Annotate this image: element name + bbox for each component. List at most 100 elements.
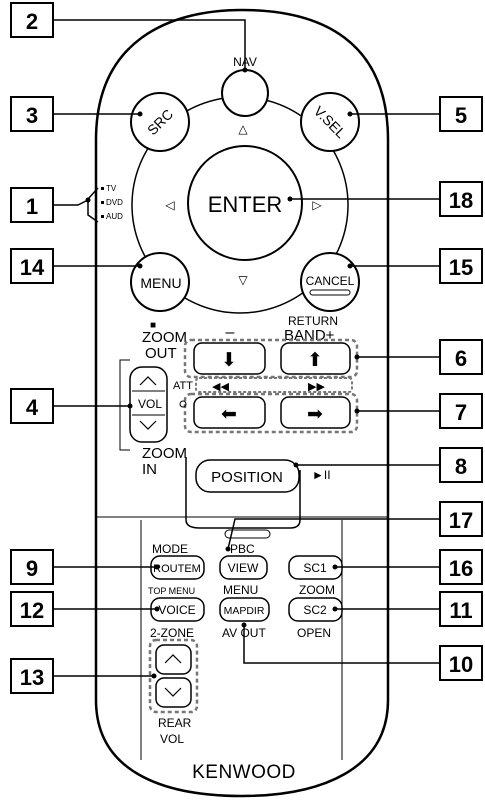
- svg-text:11: 11: [449, 598, 472, 623]
- view-label: VIEW: [228, 561, 259, 575]
- rear-vol-label: VOL: [160, 732, 184, 746]
- joystick-down-icon: ▽: [238, 273, 248, 287]
- position-label: POSITION: [211, 469, 283, 486]
- callout-5: 5: [439, 96, 483, 132]
- rear-label: REAR: [158, 716, 192, 730]
- right-arrow-icon: ➡: [307, 404, 323, 425]
- routem-label: ROUTEM: [153, 563, 201, 575]
- callout-4: 4: [10, 388, 54, 424]
- svg-text:12: 12: [20, 598, 44, 623]
- cancel-button[interactable]: [300, 252, 360, 312]
- cancel-underline: [309, 289, 351, 296]
- vol-up-icon[interactable]: [139, 376, 157, 386]
- callout-10: 10: [439, 645, 483, 681]
- callout-9: 9: [10, 549, 54, 585]
- position-housing: [185, 457, 301, 529]
- right-button[interactable]: [280, 396, 351, 429]
- callout-1: 1: [10, 187, 54, 223]
- enter-label: ENTER: [208, 192, 283, 217]
- svg-text:15: 15: [449, 255, 473, 280]
- callout-18: 18: [439, 181, 483, 217]
- menu-button[interactable]: [130, 252, 190, 312]
- zoom-in-label-1: ZOOM: [142, 445, 187, 462]
- callout-15: 15: [439, 248, 483, 284]
- joystick-up-icon: △: [238, 122, 248, 136]
- forward-icon: ▶▶: [308, 381, 325, 393]
- joystick-left-icon: ◁: [165, 198, 175, 212]
- down-arrow-icon: ⬇: [221, 350, 237, 371]
- sc2-label: SC2: [303, 603, 327, 617]
- top-menu-label: TOP MENU: [148, 586, 195, 596]
- switch-option-tv: TV: [106, 184, 117, 193]
- callout-17: 17: [439, 501, 483, 537]
- stop-icon: ■: [150, 320, 156, 331]
- vsel-button[interactable]: [300, 92, 360, 152]
- att-dot: [179, 400, 187, 408]
- sc1-label: SC1: [303, 561, 327, 575]
- callout-3: 3: [10, 96, 54, 132]
- zoom-out-label-1: ZOOM: [142, 329, 187, 346]
- callout-7: 7: [439, 393, 483, 429]
- two-zone-label: 2-ZONE: [150, 626, 194, 640]
- rear-vol-group-outline: [148, 638, 199, 714]
- rear-vol-up-icon: [164, 654, 182, 664]
- band-plus-label: BAND+: [284, 327, 335, 344]
- switch-option-aud: AUD: [106, 212, 123, 221]
- svg-text:7: 7: [455, 400, 467, 425]
- callout-2: 2: [10, 2, 54, 38]
- voice-label: VOICE: [158, 603, 195, 617]
- switch-dot-tv: [101, 187, 104, 190]
- mapdir-label: MAPDIR: [224, 605, 265, 617]
- open-label: OPEN: [297, 626, 331, 640]
- svg-text:1: 1: [26, 194, 38, 219]
- up-arrow-icon: ⬆: [307, 350, 323, 371]
- callout-13: 13: [10, 658, 54, 694]
- vol-down-icon[interactable]: [139, 420, 157, 430]
- position-button[interactable]: [195, 459, 300, 493]
- skip-box: [195, 377, 353, 393]
- zoom-label: ZOOM: [299, 583, 335, 597]
- rewind-icon: ◀◀: [212, 381, 229, 393]
- callout-16: 16: [439, 549, 483, 585]
- mapdir-button[interactable]: [219, 597, 270, 622]
- vol-label: VOL: [138, 397, 162, 411]
- svg-text:9: 9: [26, 556, 38, 581]
- up-button[interactable]: [280, 342, 351, 375]
- svg-text:18: 18: [449, 188, 473, 213]
- down-button[interactable]: [193, 342, 266, 375]
- zoom-out-label-2: OUT: [145, 345, 177, 362]
- att-label: ATT: [173, 380, 193, 392]
- cancel-label: CANCEL: [306, 274, 355, 288]
- menu-label: MENU: [140, 275, 181, 291]
- rear-vol-up-button[interactable]: [155, 644, 192, 675]
- svg-text:14: 14: [20, 255, 45, 280]
- vol-bracket: [119, 359, 130, 451]
- pbc-label: PBC: [230, 542, 255, 556]
- mode-label: MODE: [152, 542, 188, 556]
- enter-button[interactable]: [187, 145, 303, 261]
- menu2-label: MENU: [223, 583, 258, 597]
- return-label: RETURN: [288, 314, 338, 328]
- svg-text:4: 4: [26, 395, 39, 420]
- callout-8: 8: [439, 447, 483, 483]
- svg-text:13: 13: [20, 665, 44, 690]
- rear-vol-down-button[interactable]: [155, 677, 192, 708]
- switch-dot-aud: [101, 215, 104, 218]
- leader-dots: [85, 67, 360, 679]
- svg-text:5: 5: [455, 103, 467, 128]
- left-arrow-icon: ⬅: [221, 404, 237, 425]
- nav-button[interactable]: [221, 69, 269, 117]
- switch-option-dvd: DVD: [106, 198, 123, 207]
- minus-label: –: [226, 324, 235, 341]
- view-button[interactable]: [219, 555, 268, 580]
- rear-vol-down-icon: [164, 687, 182, 697]
- zoom-in-label-2: IN: [142, 461, 157, 478]
- src-button[interactable]: [130, 92, 190, 152]
- svg-text:16: 16: [449, 556, 473, 581]
- switch-dot-dvd: [101, 201, 104, 204]
- left-button[interactable]: [193, 396, 266, 429]
- source-switch-bracket: [87, 187, 99, 223]
- joystick-right-icon: ▷: [312, 198, 322, 212]
